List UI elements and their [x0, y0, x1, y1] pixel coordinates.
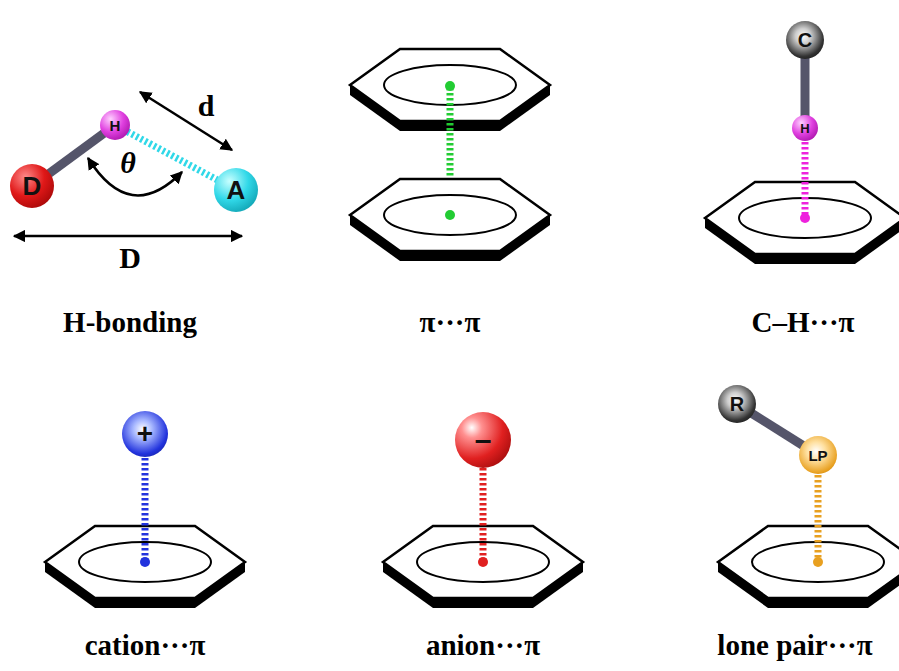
atom-label: + [137, 420, 153, 448]
benzene-ring [350, 179, 550, 261]
r-group: R [718, 385, 756, 423]
covalent-bond [805, 58, 806, 116]
atom-label: A [227, 177, 246, 203]
interaction-line [142, 458, 149, 559]
caption: anion···π [426, 631, 540, 660]
caption: C–H···π [752, 308, 855, 337]
hydrogen-bond [127, 132, 217, 180]
atom-label: C [798, 30, 812, 50]
atom-label: – [475, 425, 492, 455]
donor-atom: D [10, 164, 54, 208]
distance-label: d [198, 91, 215, 121]
interaction-line [802, 142, 809, 215]
atom-label: D [23, 173, 42, 199]
cation-sphere: + [122, 411, 168, 457]
atom-label: LP [808, 448, 827, 463]
caption: lone pair···π [717, 631, 872, 660]
caption: H-bonding [63, 308, 197, 337]
distance-arrow [140, 92, 232, 150]
interaction-line [815, 475, 822, 559]
carbon-atom: C [786, 21, 824, 59]
anion-sphere: – [455, 412, 511, 468]
hydrogen-atom: H [792, 115, 818, 141]
covalent-bond [752, 414, 803, 446]
lone-pair: LP [799, 436, 837, 474]
caption: cation···π [85, 631, 206, 660]
caption: π···π [420, 308, 481, 337]
distance-label: D [119, 243, 141, 273]
covalent-bond [49, 133, 104, 173]
hydrogen-atom: H [100, 110, 130, 140]
atom-label: R [730, 394, 744, 414]
atom-label: H [110, 118, 121, 133]
benzene-ring [718, 526, 899, 608]
distance-arrow [14, 235, 242, 238]
acceptor-atom: A [214, 168, 258, 212]
angle-label: θ [120, 148, 136, 178]
atom-label: H [800, 122, 809, 135]
interaction-line [480, 468, 487, 559]
